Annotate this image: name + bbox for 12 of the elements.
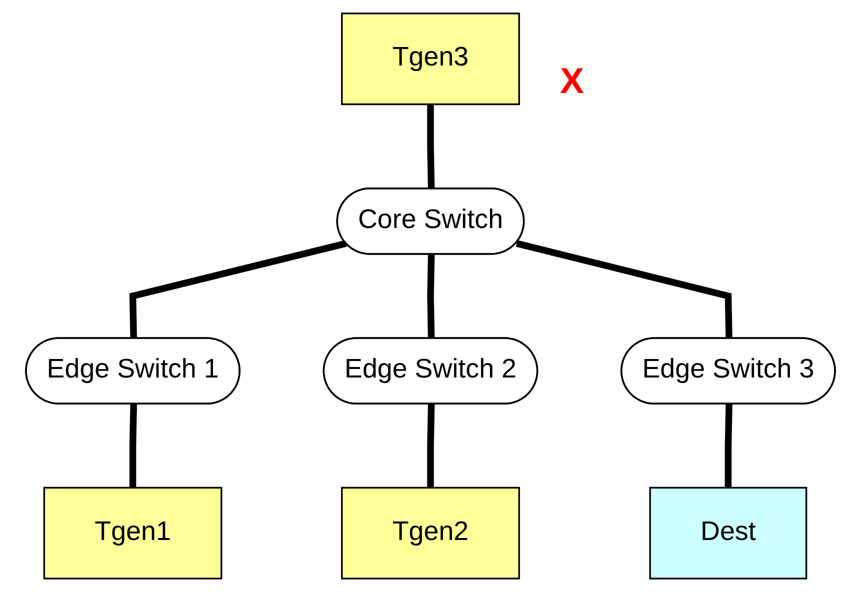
cross-mark: X [560,60,584,102]
connector [516,240,732,339]
connector [129,240,347,339]
connector [427,404,435,488]
node-box: Tgen1 [43,486,222,580]
connector [427,254,435,339]
connector [427,104,435,190]
node-box: Tgen3 [341,12,520,106]
node-box: Tgen2 [341,486,520,580]
connector [129,404,137,488]
node-box: Dest [649,486,808,580]
connector [724,404,732,488]
